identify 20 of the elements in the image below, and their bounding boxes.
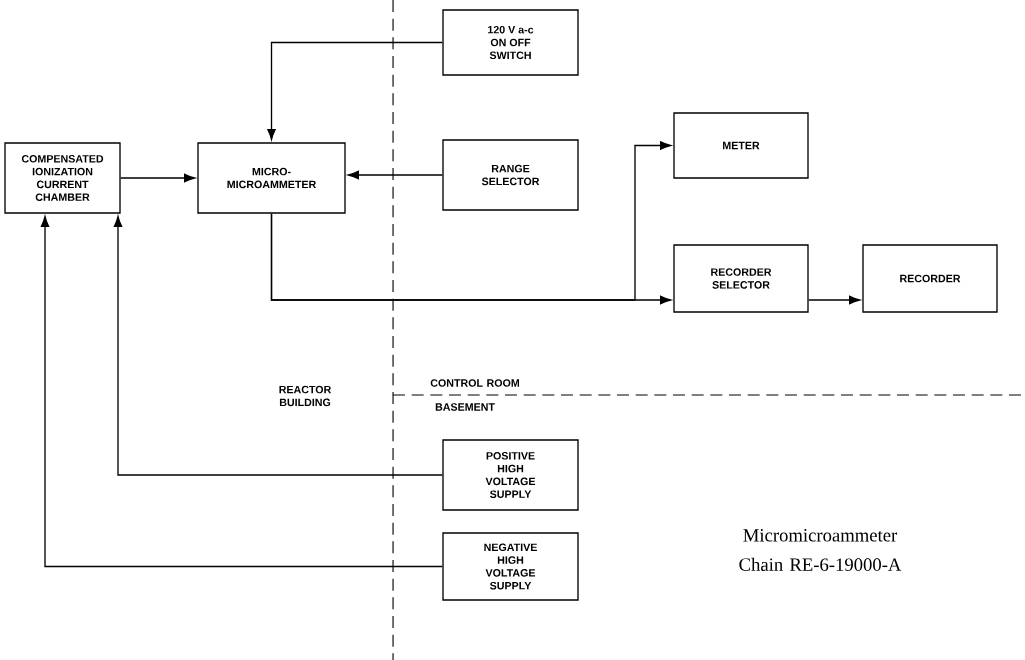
area-label: BASEMENT <box>435 403 495 411</box>
block-box: RANGE SELECTOR <box>442 139 579 211</box>
block-box: MICRO- MICROAMMETER <box>197 142 346 214</box>
area-label: REACTOR BUILDING <box>279 385 332 407</box>
block-box: METER <box>673 112 809 179</box>
block-box: RECORDER SELECTOR <box>673 244 809 313</box>
block-box: RECORDER <box>862 244 998 313</box>
arrow <box>347 170 443 180</box>
arrow <box>40 215 443 568</box>
arrow <box>808 295 861 305</box>
area-label: CONTROL ROOM <box>430 379 520 387</box>
arrow <box>267 41 443 141</box>
block-box: 120 V a-c ON OFF SWITCH <box>442 9 579 76</box>
arrow <box>120 173 196 183</box>
arrow <box>113 215 443 476</box>
block-box: COMPENSATED IONIZATION CURRENT CHAMBER <box>4 142 121 214</box>
caption: Micromicroammeter Chain RE-6-19000-A <box>739 529 902 571</box>
block-box: POSITIVE HIGH VOLTAGE SUPPLY <box>442 439 579 511</box>
block-box: NEGATIVE HIGH VOLTAGE SUPPLY <box>442 532 579 601</box>
arrow <box>270 213 672 305</box>
